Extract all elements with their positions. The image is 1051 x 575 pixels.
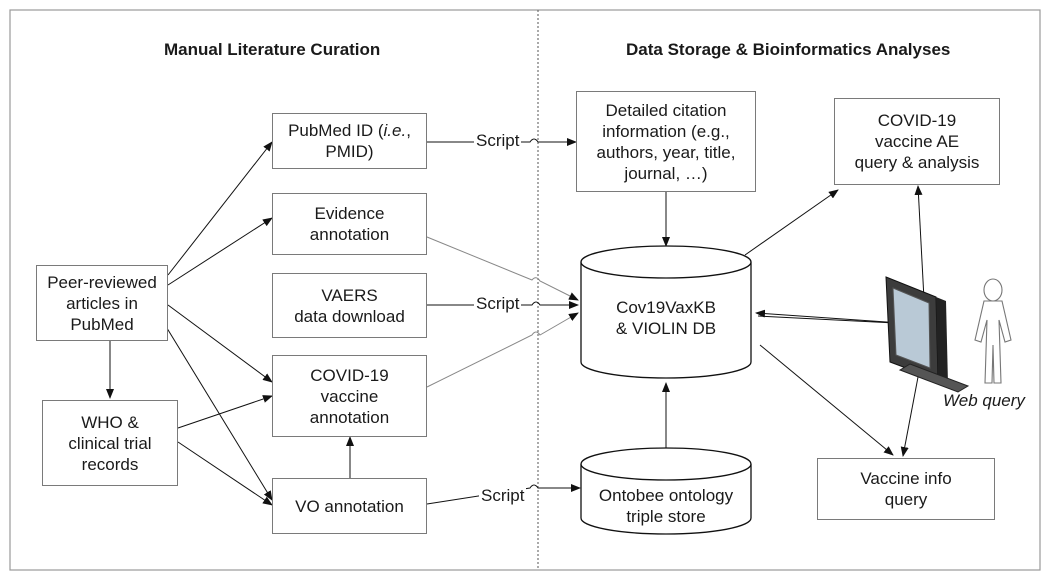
- ontobee-label-line-1: Ontobee ontology: [598, 486, 734, 505]
- edge-vo-to-ontobee: [426, 484, 581, 505]
- outer-frame: [9, 9, 1041, 571]
- citation-line-2: information (e.g.,: [602, 121, 730, 141]
- edge-vaers-to-kb: [427, 301, 579, 309]
- evidence-line-2: annotation: [309, 225, 390, 244]
- citation-line-3: authors, year, title,: [596, 142, 736, 162]
- web-query-label: Web query: [943, 391, 1025, 410]
- covid-annotation-line-3: annotation: [309, 407, 390, 427]
- edge-peer-to-evidence: [167, 217, 273, 286]
- who-clinical-trial-box: WHO & clinical trial records: [42, 400, 178, 486]
- edge-peer-to-vo: [161, 319, 273, 501]
- edge-kb-to-vaccine-info: [759, 344, 894, 456]
- covid-annotation-line-1: COVID-19: [310, 365, 389, 385]
- kb-label-line-2: & VIOLIN DB: [615, 319, 717, 338]
- edge-evidence-to-kb: [426, 236, 579, 301]
- who-line-2: clinical trial: [68, 433, 152, 453]
- peer-reviewed-line-1: Peer-reviewed: [47, 272, 157, 292]
- edge-pmid-to-citation: [427, 138, 577, 146]
- ontobee-cylinder: [580, 447, 752, 535]
- ae-query-line-2: vaccine AE: [874, 132, 960, 151]
- peer-reviewed-line-3: PubMed: [70, 314, 134, 334]
- citation-info-box: Detailed citation information (e.g., aut…: [576, 91, 756, 192]
- pubmed-id-line-2: PMID): [325, 142, 374, 161]
- vaers-line-1: VAERS: [321, 285, 378, 305]
- kb-label-line-1: Cov19VaxKB: [616, 298, 716, 317]
- vo-annotation-label: VO annotation: [295, 496, 404, 516]
- ae-query-line-3: query & analysis: [854, 153, 980, 172]
- kb-cylinder-label: Cov19VaxKB & VIOLIN DB: [581, 290, 751, 346]
- who-line-1: WHO &: [81, 412, 139, 432]
- script-label-ontobee: Script: [479, 486, 527, 506]
- citation-line-4: journal, …): [624, 163, 708, 183]
- kb-cylinder: [580, 245, 752, 379]
- vo-annotation-box: VO annotation: [272, 478, 427, 534]
- peer-reviewed-articles-box: Peer-reviewed articles in PubMed: [36, 265, 168, 341]
- edge-covid-to-kb: [426, 312, 579, 388]
- edge-peer-to-pmid: [167, 141, 273, 276]
- ae-query-box: COVID-19 vaccine AE query & analysis: [834, 98, 1000, 185]
- vaers-line-2: data download: [294, 306, 405, 326]
- evidence-line-1: Evidence: [314, 204, 385, 223]
- vaccine-info-query-box: Vaccine info query: [817, 458, 995, 520]
- citation-line-1: Detailed citation: [605, 100, 727, 120]
- edge-peer-to-covid: [167, 304, 273, 383]
- who-line-3: records: [81, 454, 139, 474]
- peer-reviewed-line-2: articles in: [66, 293, 138, 313]
- vaers-download-box: VAERS data download: [272, 273, 427, 338]
- evidence-annotation-box: Evidence annotation: [272, 193, 427, 255]
- edge-kb-to-ae-query: [744, 189, 839, 256]
- edge-who-to-covid: [177, 395, 273, 429]
- covid-annotation-line-2: vaccine: [320, 386, 379, 406]
- vaccine-info-line-2: query: [884, 490, 928, 509]
- ontobee-cylinder-label: Ontobee ontology triple store: [581, 480, 751, 532]
- ae-query-line-1: COVID-19: [877, 111, 957, 130]
- heading-manual-curation: Manual Literature Curation: [164, 40, 381, 59]
- covid-vaccine-annotation-box: COVID-19 vaccine annotation: [272, 355, 427, 437]
- user-person-icon: [974, 278, 1012, 384]
- pubmed-id-box: PubMed ID (i.e., PMID): [272, 113, 427, 169]
- vaccine-info-line-1: Vaccine info: [860, 469, 952, 488]
- script-label-citation: Script: [474, 131, 522, 151]
- heading-data-storage: Data Storage & Bioinformatics Analyses: [626, 40, 951, 59]
- edge-who-to-vo: [177, 441, 273, 506]
- computer-monitor-icon: [885, 276, 970, 393]
- ontobee-label-line-2: triple store: [626, 507, 706, 526]
- pubmed-id-line-1: PubMed ID (i.e.,: [288, 121, 411, 140]
- script-label-vaers: Script: [474, 294, 522, 314]
